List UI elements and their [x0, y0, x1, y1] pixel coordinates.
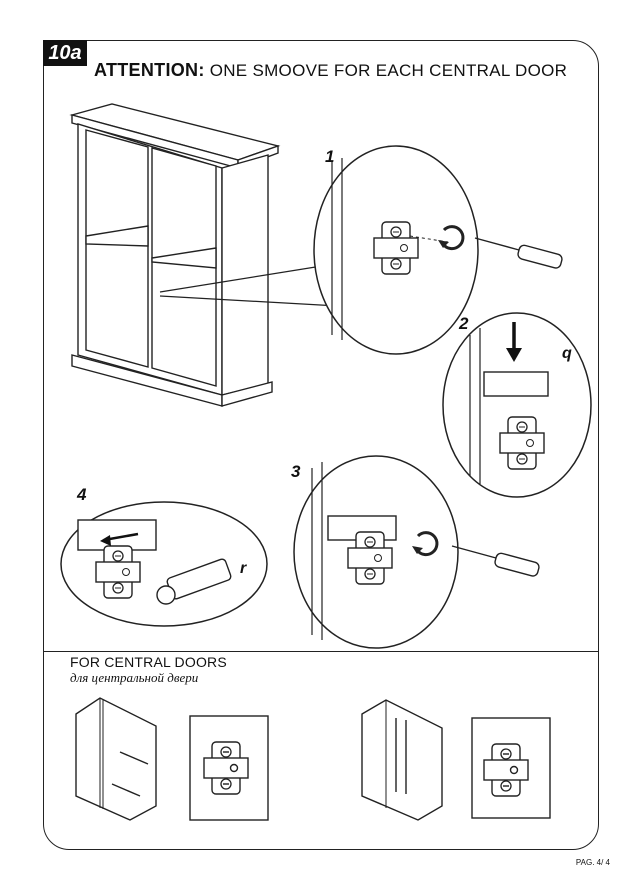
detail-step-3	[293, 455, 541, 649]
step-number-4: 4	[77, 485, 87, 504]
part-label-q: q	[562, 345, 572, 362]
detail-step-2	[442, 312, 592, 498]
part-label-r: r	[240, 560, 247, 577]
step-number-2: 2	[459, 314, 469, 333]
instruction-text: ONE SMOOVE FOR EACH CENTRAL DOOR	[209, 61, 568, 80]
attention-label: ATTENTION:	[94, 60, 205, 80]
central-door-diagrams	[75, 697, 551, 821]
step-badge: 10a	[43, 40, 87, 66]
page-number: PAG. 4/ 4	[575, 858, 610, 867]
step-number-1: 1	[325, 147, 335, 166]
detail-step-4	[60, 501, 268, 627]
page-title: ATTENTION: ONE SMOOVE FOR EACH CENTRAL D…	[94, 60, 567, 81]
step-number-3: 3	[291, 462, 301, 481]
cabinet-illustration	[69, 103, 281, 407]
central-doors-title-en: FOR CENTRAL DOORS	[70, 654, 227, 670]
detail-step-1	[313, 145, 564, 355]
section-divider	[43, 651, 599, 652]
page-frame	[43, 40, 599, 850]
central-doors-title-ru: для центральной двери	[70, 670, 199, 685]
